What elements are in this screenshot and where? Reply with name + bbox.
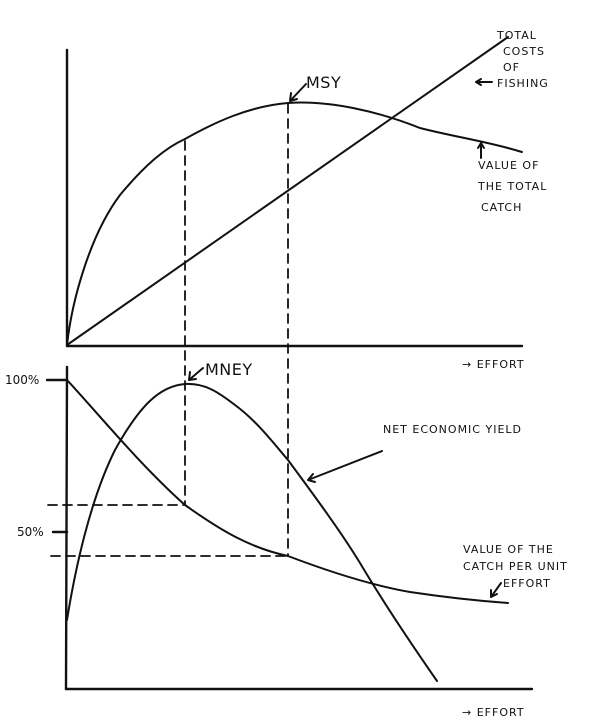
y-tick-50-label: 50% xyxy=(17,525,44,539)
cpue-line-3: EFFORT xyxy=(503,577,551,591)
total-costs-line xyxy=(66,36,509,346)
total-catch-line-3: CATCH xyxy=(481,200,523,214)
mney-label: MNEY xyxy=(205,360,253,379)
top-chart xyxy=(65,36,524,348)
total-costs-line-4: FISHING xyxy=(497,76,549,90)
total-costs-arrow-icon xyxy=(475,78,493,86)
cpue-line-1: VALUE OF THE xyxy=(463,543,554,556)
ney-arrow-icon xyxy=(307,450,383,483)
mney-arrow-icon xyxy=(188,367,204,381)
bottom-chart xyxy=(45,365,534,691)
cpue-arrow-icon xyxy=(490,582,502,598)
y-tick-100-label: 100% xyxy=(5,373,40,387)
msy-arrow-icon xyxy=(289,83,307,102)
net-economic-yield-label: NET ECONOMIC YIELD xyxy=(383,423,522,436)
top-x-axis-label: → EFFORT xyxy=(462,358,525,371)
cpue-label: VALUE OF THE CATCH PER UNIT EFFORT xyxy=(463,541,568,592)
total-costs-line-3: OF xyxy=(503,60,520,74)
total-catch-line-2: THE TOTAL xyxy=(478,179,548,193)
total-costs-line-1: TOTAL xyxy=(497,29,537,42)
msy-label: MSY xyxy=(306,73,342,92)
total-costs-label: TOTAL COSTS OF FISHING xyxy=(497,28,549,92)
total-costs-line-2: COSTS xyxy=(503,44,546,58)
total-catch-line-1: VALUE OF xyxy=(478,159,540,172)
total-catch-value-label: VALUE OF THE TOTAL CATCH xyxy=(478,156,547,219)
total-catch-arrow-icon xyxy=(477,142,485,159)
bottom-y-axis xyxy=(64,365,69,691)
cpue-line-2: CATCH PER UNIT xyxy=(463,560,568,574)
net-economic-yield-curve xyxy=(66,382,438,682)
catch-per-unit-effort-curve xyxy=(66,379,509,604)
total-catch-value-curve xyxy=(66,101,523,346)
bottom-x-axis-label: → EFFORT xyxy=(462,706,525,719)
